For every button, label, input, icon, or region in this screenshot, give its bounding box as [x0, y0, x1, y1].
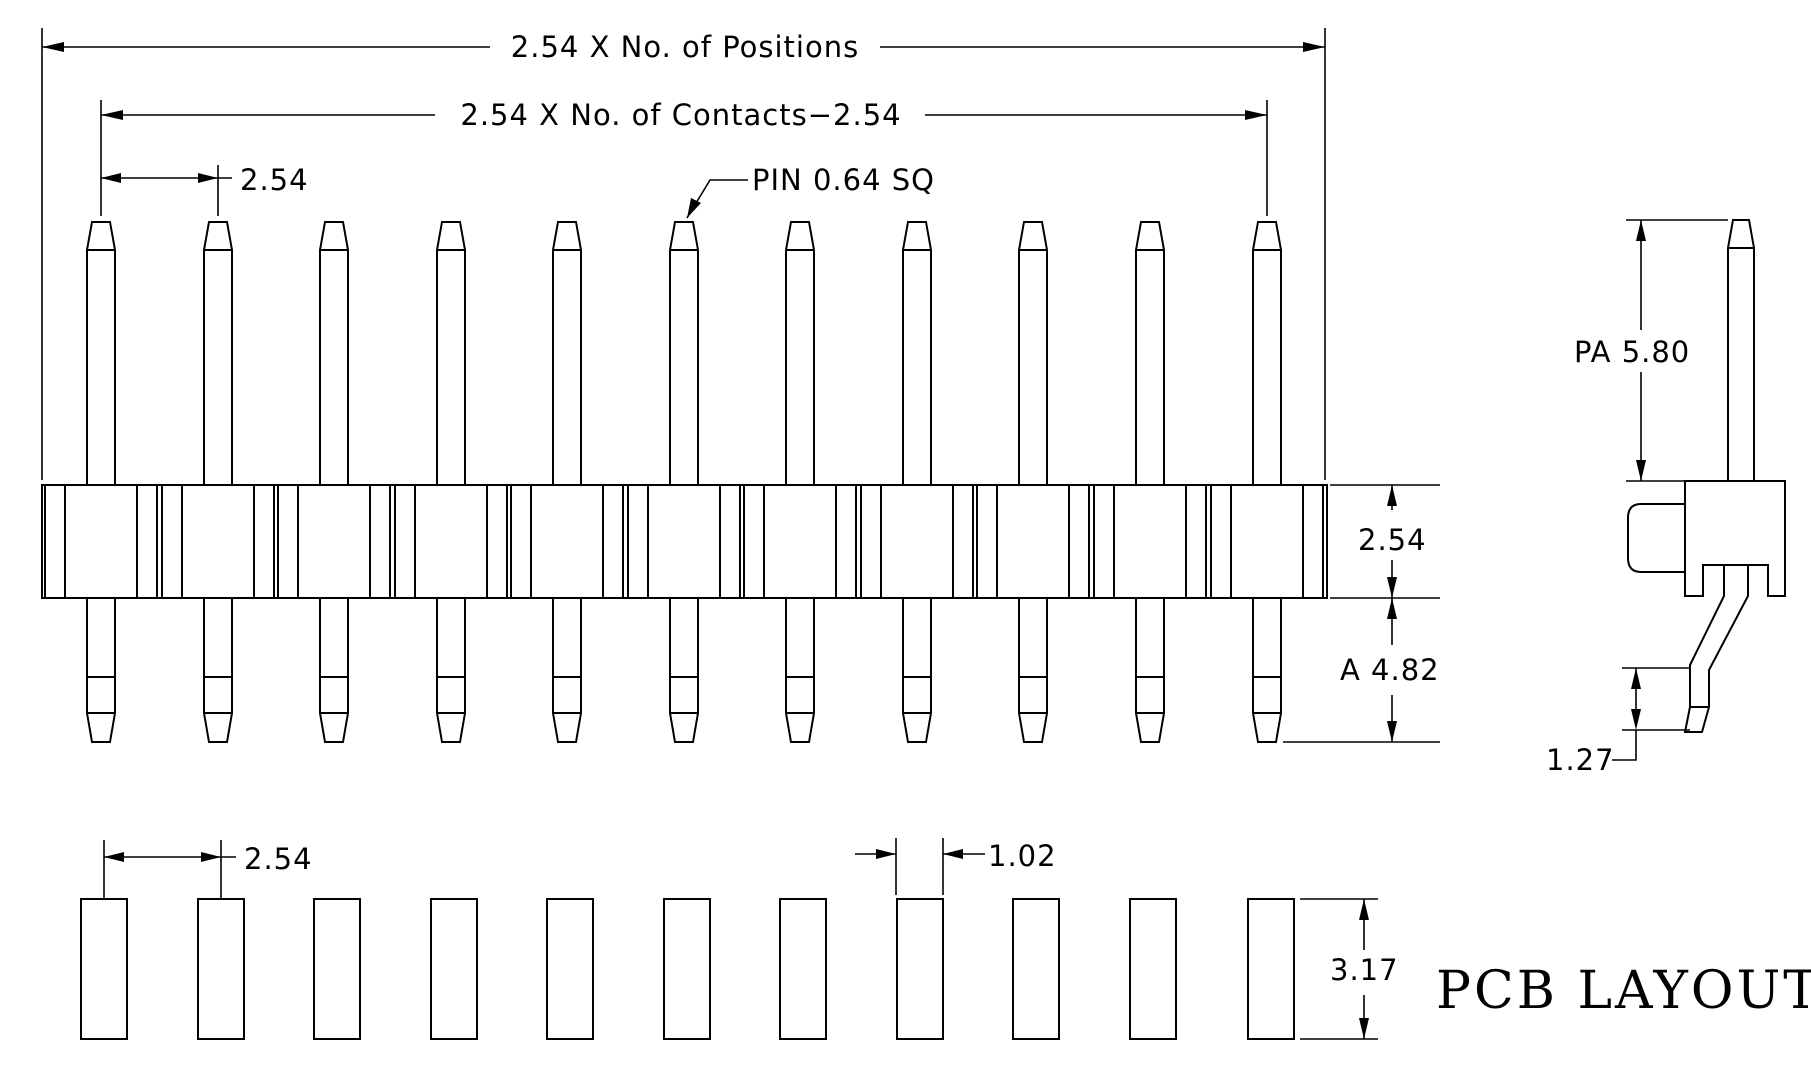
side-bent-tail — [1683, 565, 1749, 733]
pcb-pad — [1012, 898, 1060, 1040]
pin — [44, 221, 158, 743]
body-height-label: 2.54 — [1358, 523, 1427, 557]
pitch-dimension: 2.54 — [101, 163, 309, 197]
pin — [510, 221, 624, 743]
insulator-body — [41, 484, 1328, 599]
pcb-pad — [663, 898, 711, 1040]
pad-width-dimension: 1.02 — [855, 838, 1057, 895]
pcb-pad — [1247, 898, 1295, 1040]
overall-length-label: 2.54 X No. of Positions — [511, 30, 859, 64]
side-post — [1727, 219, 1755, 481]
pin — [161, 221, 275, 743]
pcb-layout: 2.54 1.02 3 — [80, 838, 1811, 1040]
body-height-dimension: 2.54 — [1330, 484, 1440, 599]
pitch-label: 2.54 — [240, 163, 309, 197]
contact-span-label: 2.54 X No. of Contacts−2.54 — [460, 98, 901, 132]
pin — [394, 221, 508, 743]
pcb-pad — [896, 898, 944, 1040]
pin — [277, 221, 391, 743]
pin — [1093, 221, 1207, 743]
pad-length-dimension: 3.17 — [1300, 898, 1399, 1040]
pin-size-callout: PIN 0.64 SQ — [686, 163, 935, 219]
pcb-pitch-dimension: 2.54 — [103, 840, 313, 898]
post-length-label: PA 5.80 — [1574, 335, 1690, 369]
pin — [1210, 221, 1324, 743]
pcb-pad — [430, 898, 478, 1040]
pin — [976, 221, 1090, 743]
pin — [743, 221, 857, 743]
side-offset-label: 1.27 — [1546, 743, 1615, 777]
tail-length-label: A 4.82 — [1340, 653, 1440, 687]
front-view: 2.54 X No. of Positions 2.54 X No. of Co… — [41, 28, 1440, 743]
pad-length-label: 3.17 — [1330, 953, 1399, 987]
tail-length-dimension: A 4.82 — [1283, 598, 1440, 743]
pcb-pitch-label: 2.54 — [244, 842, 313, 876]
pin-size-label: PIN 0.64 SQ — [752, 163, 935, 197]
side-view: PA 5.80 1.27 — [1546, 219, 1786, 777]
overall-length-dimension: 2.54 X No. of Positions — [42, 30, 1325, 64]
pcb-pad — [313, 898, 361, 1040]
pin — [627, 221, 741, 743]
pad-width-label: 1.02 — [988, 839, 1057, 873]
side-nub — [1627, 503, 1685, 573]
pcb-layout-title: PCB LAYOUT — [1436, 961, 1811, 1021]
post-length-dimension: PA 5.80 — [1574, 219, 1728, 482]
pin — [860, 221, 974, 743]
side-housing — [1684, 480, 1786, 597]
pcb-pad — [197, 898, 245, 1040]
pcb-pad — [1129, 898, 1177, 1040]
side-offset-dimension: 1.27 — [1546, 667, 1690, 777]
pcb-pad — [779, 898, 827, 1040]
contact-span-dimension: 2.54 X No. of Contacts−2.54 — [101, 98, 1267, 132]
pcb-pad — [546, 898, 594, 1040]
pcb-pad — [80, 898, 128, 1040]
